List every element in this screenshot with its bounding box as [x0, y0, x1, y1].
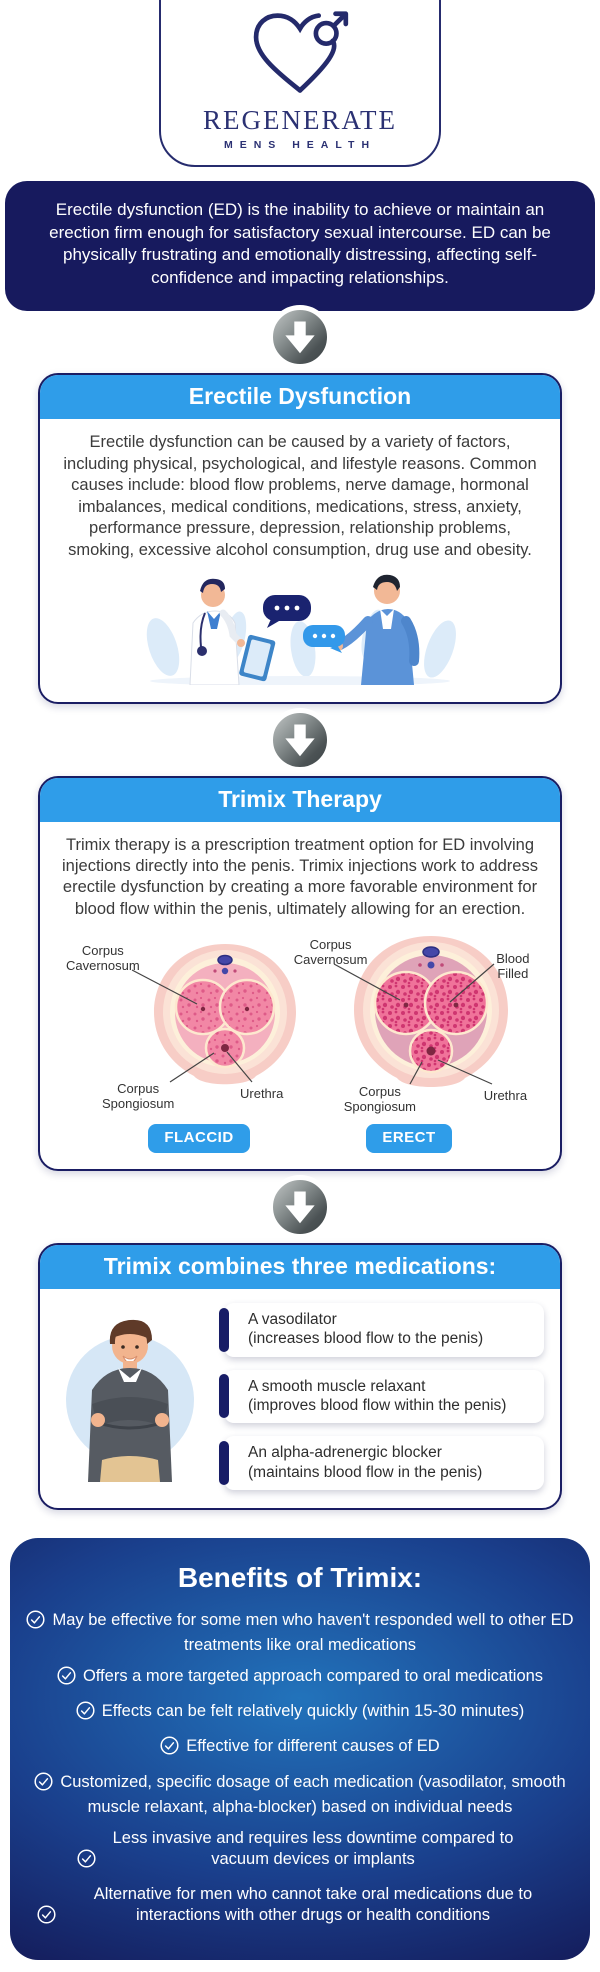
benefit-item: Effects can be felt relatively quickly (…: [26, 1701, 574, 1726]
intro-definition-box: Erectile dysfunction (ED) is the inabili…: [5, 181, 595, 312]
flaccid-cross-section-diagram: Corpus Cavernosum Corpus Spongiosum Uret…: [62, 922, 296, 1122]
benefit-item: Less invasive and requires less downtime…: [26, 1828, 574, 1874]
erect-label-corpus-cavernosum: Corpus Cavernosum: [293, 937, 368, 967]
brand-tagline: MENS HEALTH: [223, 139, 377, 151]
flaccid-cross-section-art: [154, 944, 296, 1085]
medication-detail: (improves blood flow within the penis): [248, 1396, 507, 1414]
intro-text: Erectile dysfunction (ED) is the inabili…: [49, 200, 551, 287]
erect-cross-section-diagram: Corpus Cavernosum Blood Filled Corpus Sp…: [292, 922, 538, 1122]
navy-pill-bar: [219, 1441, 229, 1486]
medication-name: A vasodilator: [248, 1310, 337, 1328]
trimix-therapy-card-title: Trimix Therapy: [40, 777, 560, 822]
erect-label-corpus-spongiosum: Corpus Spongiosum: [343, 1084, 417, 1114]
benefit-item: May be effective for some men who haven'…: [26, 1610, 574, 1656]
brand-name: REGENERATE: [203, 105, 397, 135]
flaccid-label-corpus-cavernosum: Corpus Cavernosum: [66, 943, 140, 973]
man-illustration: [50, 1304, 210, 1489]
brand-logo-card: REGENERATE MENS HEALTH: [159, 0, 441, 167]
check-circle-icon: [26, 1610, 46, 1635]
check-circle-icon: [34, 1771, 53, 1797]
medication-name: An alpha-adrenergic blocker: [248, 1444, 442, 1462]
benefit-text: Less invasive and requires less downtime…: [112, 1828, 514, 1868]
benefit-text: Customized, specific dosage of each medi…: [60, 1772, 566, 1816]
trimix-combination-card: Trimix combines three medications:: [38, 1242, 562, 1510]
medication-detail: (increases blood flow to the penis): [248, 1330, 484, 1348]
speech-bubble-navy: [263, 595, 311, 629]
benefits-section: Benefits of Trimix: May be effective for…: [10, 1538, 590, 1961]
benefit-item: Alternative for men who cannot take oral…: [26, 1884, 574, 1930]
benefit-text: Effective for different causes of ED: [186, 1737, 440, 1756]
medication-item-smooth-muscle-relaxant: A smooth muscle relaxant (improves blood…: [219, 1369, 544, 1424]
down-arrow-icon: [268, 1174, 332, 1239]
down-arrow-icon: [268, 305, 332, 370]
benefit-text: Effects can be felt relatively quickly (…: [101, 1702, 525, 1721]
check-circle-icon: [76, 1701, 95, 1726]
medication-name: A smooth muscle relaxant: [248, 1377, 426, 1395]
doctor-figure: [189, 578, 276, 686]
down-arrow-icon: [268, 707, 332, 772]
benefits-title: Benefits of Trimix:: [177, 1562, 423, 1593]
heart-male-logo-icon: [161, 10, 439, 101]
trimix-therapy-card: Trimix Therapy Trimix therapy is a presc…: [38, 775, 562, 1171]
erectile-dysfunction-card: Erectile Dysfunction Erectile dysfunctio…: [38, 373, 562, 704]
benefit-item: Customized, specific dosage of each medi…: [26, 1771, 574, 1818]
speech-bubble-blue: [303, 625, 345, 654]
flaccid-state-badge: FLACCID: [148, 1124, 250, 1153]
medication-detail: (maintains blood flow in the penis): [248, 1463, 483, 1481]
flaccid-label-urethra: Urethra: [240, 1086, 284, 1102]
check-circle-icon: [160, 1736, 179, 1761]
trimix-combination-card-title: Trimix combines three medications:: [40, 1244, 560, 1289]
check-circle-icon: [77, 1849, 96, 1874]
erect-state-badge: ERECT: [366, 1124, 452, 1153]
benefit-item: Effective for different causes of ED: [26, 1736, 574, 1761]
erect-label-blood-filled: Blood Filled: [496, 951, 530, 981]
erectile-dysfunction-card-title: Erectile Dysfunction: [40, 375, 560, 420]
erectile-dysfunction-card-body: Erectile dysfunction can be caused by a …: [63, 433, 537, 559]
trimix-therapy-card-body: Trimix therapy is a prescription treatme…: [62, 835, 538, 918]
doctor-patient-illustration: [60, 567, 540, 691]
medication-list: A vasodilator (increases blood flow to t…: [218, 1302, 544, 1490]
check-circle-icon: [37, 1905, 56, 1930]
benefit-item: Offers a more targeted approach compared…: [26, 1666, 574, 1691]
navy-pill-bar: [219, 1374, 229, 1419]
medication-item-vasodilator: A vasodilator (increases blood flow to t…: [219, 1302, 544, 1357]
patient-figure: [330, 574, 420, 686]
check-circle-icon: [57, 1666, 76, 1691]
erect-label-urethra: Urethra: [483, 1088, 528, 1104]
flaccid-label-corpus-spongiosum: Corpus Spongiosum: [102, 1081, 175, 1111]
medication-item-alpha-adrenergic-blocker: An alpha-adrenergic blocker (maintains b…: [219, 1436, 544, 1490]
benefit-text: Offers a more targeted approach compared…: [82, 1667, 544, 1686]
navy-pill-bar: [219, 1307, 229, 1352]
benefit-text: Alternative for men who cannot take oral…: [93, 1884, 533, 1925]
benefit-text: May be effective for some men who haven'…: [52, 1611, 574, 1655]
